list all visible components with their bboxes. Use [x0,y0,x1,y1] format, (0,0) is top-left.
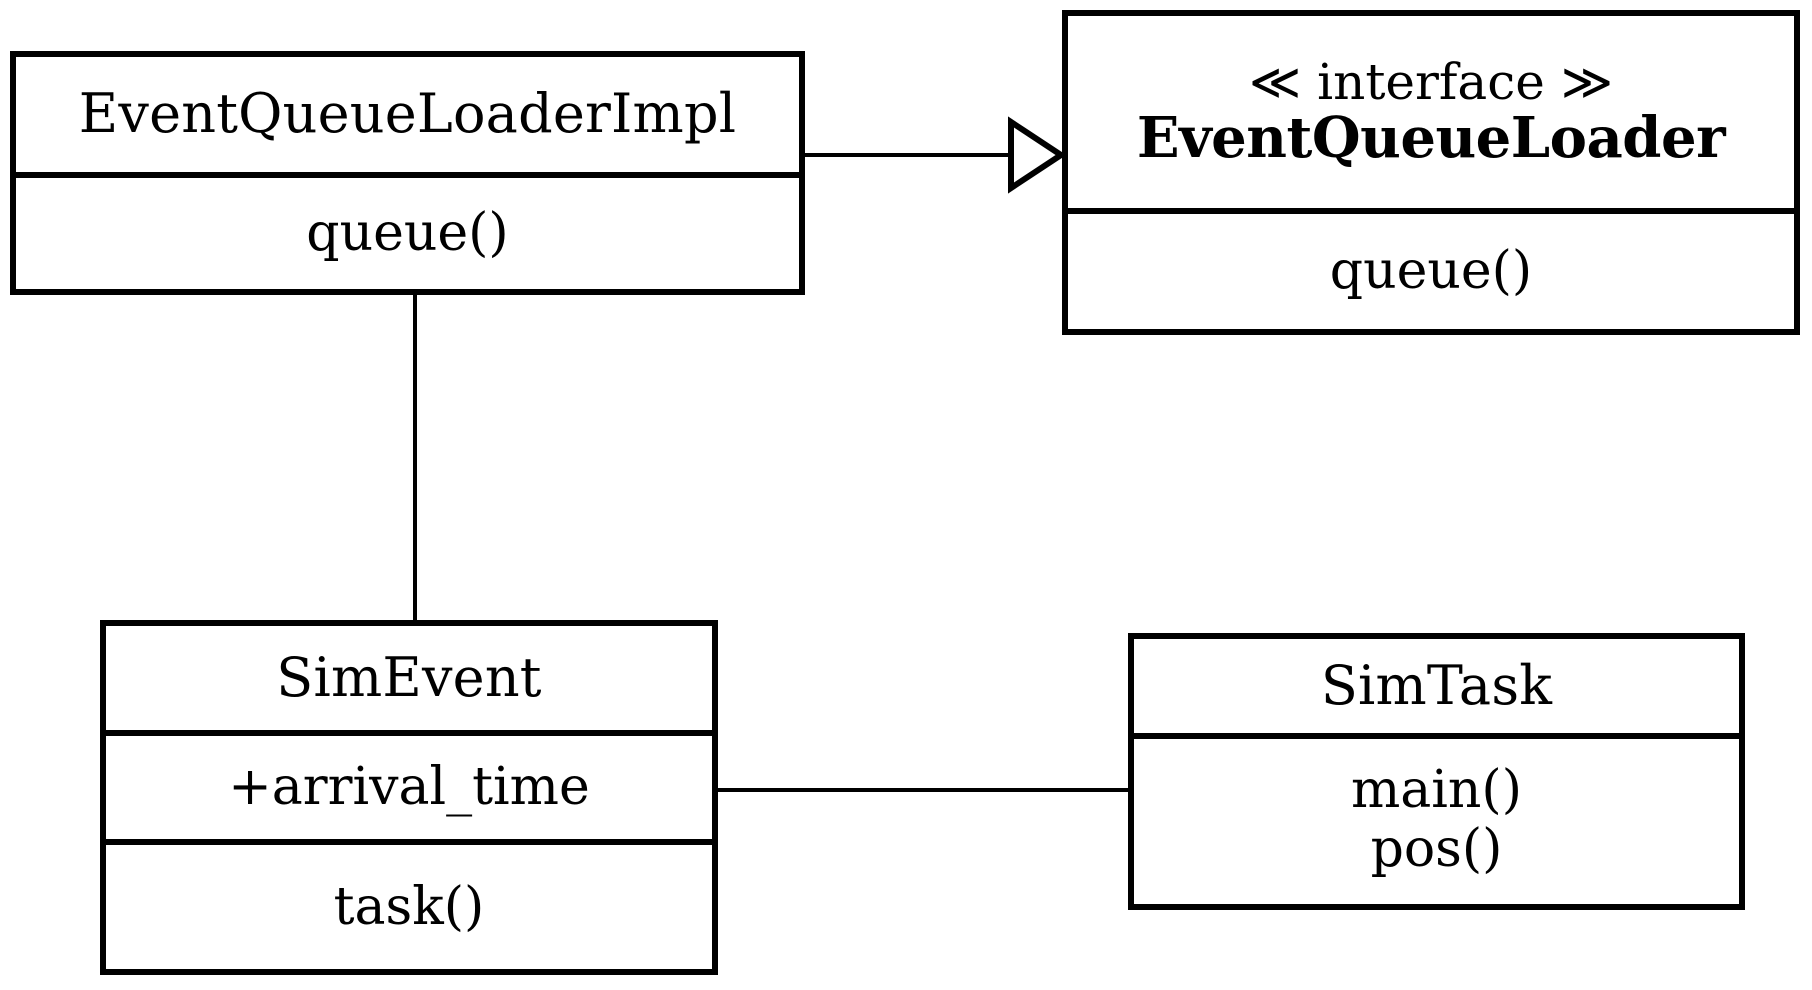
class-name-compartment-sim-task: SimTask [1134,639,1739,733]
operation-main: main() [1350,760,1522,821]
class-name-compartment-event-queue-loader-impl: EventQueueLoaderImpl [16,57,799,172]
attributes-compartment-sim-event: +arrival_time [106,730,712,839]
class-box-sim-event[interactable]: SimEvent +arrival_time task() [100,620,718,975]
operation-pos: pos() [1370,818,1503,879]
stereotype-interface: ≪ interface ≫ [1248,53,1614,112]
class-box-sim-task[interactable]: SimTask main() pos() [1128,633,1745,910]
association-line-sim-event-to-sim-task [716,788,1130,792]
operations-compartment-event-queue-loader: queue() [1068,208,1794,329]
class-name-compartment-event-queue-loader: ≪ interface ≫ EventQueueLoader [1068,16,1794,208]
operations-compartment-sim-event: task() [106,839,712,969]
class-box-event-queue-loader-impl[interactable]: EventQueueLoaderImpl queue() [10,51,805,295]
class-name-sim-task: SimTask [1320,653,1553,717]
class-name-event-queue-loader-impl: EventQueueLoaderImpl [78,82,737,146]
class-box-event-queue-loader[interactable]: ≪ interface ≫ EventQueueLoader queue() [1062,10,1800,335]
operation-task: task() [333,876,485,937]
operation-queue: queue() [1329,241,1533,302]
operations-compartment-event-queue-loader-impl: queue() [16,172,799,289]
association-line-impl-to-sim-event [413,293,417,622]
attribute-arrival-time: +arrival_time [228,757,590,818]
class-name-event-queue-loader: EventQueueLoader [1136,104,1726,171]
operation-queue: queue() [306,203,509,264]
operations-compartment-sim-task: main() pos() [1134,733,1739,904]
class-name-compartment-sim-event: SimEvent [106,626,712,730]
class-name-sim-event: SimEvent [276,645,542,709]
generalization-line-impl-to-interface [805,153,1027,157]
hollow-triangle-arrowhead-icon [1008,116,1067,194]
